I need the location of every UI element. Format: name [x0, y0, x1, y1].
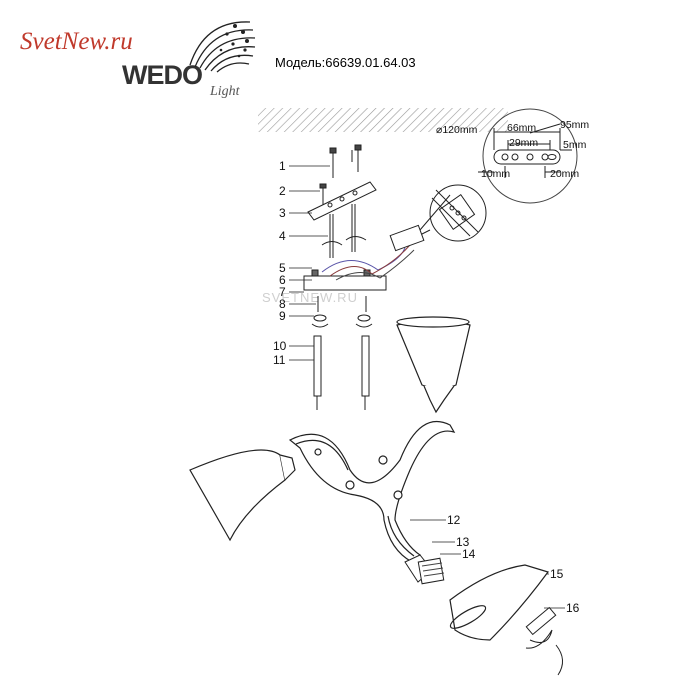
- part-7: 7: [279, 285, 286, 299]
- brand-site-text: SvetNew.ru: [20, 28, 133, 55]
- part-16: 16: [566, 601, 580, 615]
- part-callouts: 1 2 3 4 5 6 7 8 9 10 11 12 13 14 15 16: [273, 159, 580, 615]
- part-5: 5: [279, 261, 286, 275]
- shade-top: [396, 316, 471, 414]
- terminal-block-detail: [429, 184, 487, 242]
- dim-10: 10mm: [481, 168, 510, 180]
- part-13: 13: [456, 535, 470, 549]
- part-8: 8: [279, 297, 286, 311]
- dim-5: 5mm: [563, 139, 587, 151]
- part-1: 1: [279, 159, 286, 173]
- dim-66: 66mm: [507, 122, 536, 134]
- ceiling-hatch: [258, 108, 508, 132]
- dim-diameter: ⌀120mm: [436, 124, 478, 136]
- dim-20: 20mm: [550, 168, 579, 180]
- brand-logo: SvetNew.ru WEDO Light: [14, 14, 264, 104]
- part-15: 15: [550, 567, 564, 581]
- part-14: 14: [462, 547, 476, 561]
- chandelier-body: [288, 420, 456, 563]
- fixing-hardware: [303, 144, 387, 410]
- part-6: 6: [279, 273, 286, 287]
- shade-left: [189, 449, 296, 542]
- shade-bottom-right: [449, 564, 549, 641]
- brand-light-text: Light: [210, 84, 240, 99]
- part-12: 12: [447, 513, 461, 527]
- brand-wedo-text: WEDO: [122, 60, 203, 90]
- part-2: 2: [279, 184, 286, 198]
- part-4: 4: [279, 229, 286, 243]
- bulb-icon: [525, 606, 563, 676]
- part-3: 3: [279, 206, 286, 220]
- lamp-socket: [404, 554, 445, 585]
- watermark-text: SVETNEW.RU: [262, 290, 358, 305]
- wiring: [321, 194, 451, 281]
- part-10: 10: [273, 339, 287, 353]
- part-11: 11: [273, 353, 286, 367]
- dim-29: 29mm: [509, 137, 538, 149]
- mounting-plate-detail: [478, 108, 578, 204]
- dimension-labels: ⌀120mm 66mm 95mm 29mm 5mm 10mm 20mm: [436, 119, 589, 180]
- model-number-label: Модель:66639.01.64.03: [275, 55, 416, 70]
- swirl-logo-icon: [189, 21, 256, 73]
- dim-95: 95mm: [560, 119, 589, 131]
- part-9: 9: [279, 309, 286, 323]
